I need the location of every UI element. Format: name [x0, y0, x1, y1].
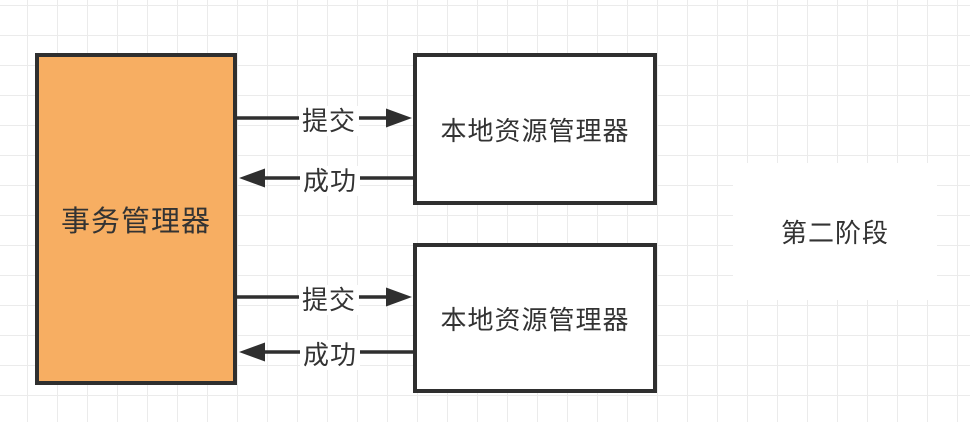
edge-label-success-top: 成功 — [299, 166, 361, 196]
edge-label-commit-top: 提交 — [298, 106, 360, 136]
transaction-manager-label: 事务管理器 — [60, 206, 211, 238]
transaction-manager-node: 事务管理器 — [35, 53, 237, 385]
edge-label-commit-bottom: 提交 — [298, 285, 360, 315]
commit-arrow-bottom-arrowhead-icon — [386, 287, 412, 307]
local-resource-manager-top-label: 本地资源管理器 — [440, 115, 630, 146]
success-arrow-top-arrowhead-icon — [239, 168, 265, 188]
local-resource-manager-bottom-label: 本地资源管理器 — [440, 304, 630, 335]
success-arrow-bottom-arrowhead-icon — [239, 342, 265, 362]
local-resource-manager-node-top: 本地资源管理器 — [413, 53, 657, 205]
commit-arrow-top-arrowhead-icon — [386, 108, 412, 128]
local-resource-manager-node-bottom: 本地资源管理器 — [413, 243, 657, 393]
edge-label-success-bottom: 成功 — [299, 340, 361, 370]
phase-annotation-box: 第二阶段 — [733, 163, 937, 300]
phase-annotation-label: 第二阶段 — [780, 218, 889, 248]
